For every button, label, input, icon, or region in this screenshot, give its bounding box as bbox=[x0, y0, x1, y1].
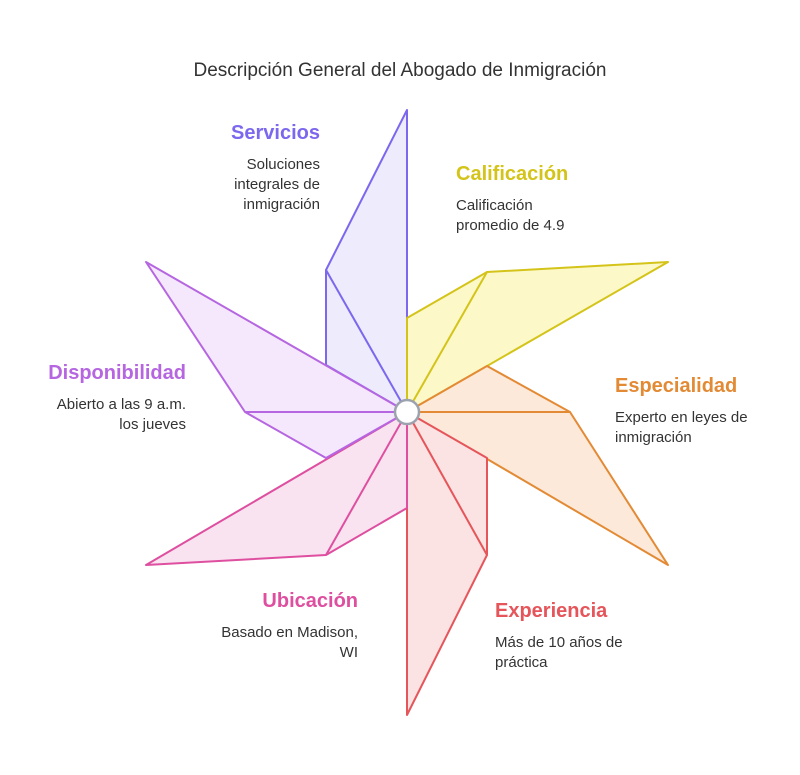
segment-servicios-heading: Servicios bbox=[231, 122, 320, 144]
blade-disponibilidad bbox=[145, 261, 408, 459]
blade-experiencia-shape bbox=[406, 411, 488, 716]
segment-disponibilidad-text: Abierto a las 9 a.m. los jueves bbox=[10, 395, 186, 435]
segment-calificacion: Calificación Calificación promedio de 4.… bbox=[456, 163, 656, 236]
segment-especialidad-line-2: inmigración bbox=[615, 429, 692, 446]
segment-ubicacion-line-1: Basado en Madison, bbox=[221, 624, 358, 641]
segment-disponibilidad: Disponibilidad Abierto a las 9 a.m. los … bbox=[10, 362, 186, 435]
segment-disponibilidad-line-2: los jueves bbox=[119, 416, 186, 433]
segment-especialidad-line-1: Experto en leyes de bbox=[615, 409, 748, 426]
blade-calificacion-fold bbox=[406, 271, 488, 413]
segment-servicios-line-2: integrales de bbox=[234, 176, 320, 193]
segment-servicios: Servicios Soluciones integrales de inmig… bbox=[150, 122, 320, 215]
segment-experiencia-line-2: práctica bbox=[495, 654, 548, 671]
segment-calificacion-heading: Calificación bbox=[456, 163, 569, 185]
segment-calificacion-text: Calificación promedio de 4.9 bbox=[456, 196, 656, 236]
segment-especialidad-text: Experto en leyes de inmigración bbox=[615, 408, 795, 448]
blade-experiencia-fold bbox=[406, 411, 488, 556]
segment-experiencia-text: Más de 10 años de práctica bbox=[495, 633, 675, 673]
blade-ubicacion bbox=[145, 411, 408, 566]
segment-experiencia-heading: Experiencia bbox=[495, 600, 608, 622]
segment-servicios-line-3: inmigración bbox=[243, 196, 320, 213]
blade-servicios-fold bbox=[325, 269, 408, 413]
segment-ubicacion-heading: Ubicación bbox=[262, 590, 358, 612]
segment-servicios-line-1: Soluciones bbox=[246, 156, 320, 173]
segment-servicios-text: Soluciones integrales de inmigración bbox=[150, 155, 320, 215]
blade-experiencia bbox=[406, 411, 488, 716]
blade-servicios-shape bbox=[325, 109, 408, 413]
diagram-title: Descripción General del Abogado de Inmig… bbox=[193, 60, 607, 81]
segment-especialidad-heading: Especialidad bbox=[615, 375, 738, 397]
blade-especialidad bbox=[406, 365, 669, 566]
blade-ubicacion-fold bbox=[325, 411, 408, 556]
segment-calificacion-line-2: promedio de 4.9 bbox=[456, 217, 565, 234]
segment-experiencia-line-1: Más de 10 años de bbox=[495, 634, 623, 651]
center-hub bbox=[393, 398, 421, 426]
segment-ubicacion: Ubicación Basado en Madison, WI bbox=[180, 590, 358, 663]
segment-ubicacion-line-2: WI bbox=[339, 644, 358, 661]
segment-ubicacion-text: Basado en Madison, WI bbox=[180, 623, 358, 663]
blade-servicios bbox=[325, 109, 408, 413]
segment-disponibilidad-heading: Disponibilidad bbox=[48, 362, 186, 384]
segment-experiencia: Experiencia Más de 10 años de práctica bbox=[495, 600, 675, 673]
segment-calificacion-line-1: Calificación bbox=[456, 197, 533, 214]
segment-especialidad: Especialidad Experto en leyes de inmigra… bbox=[615, 375, 795, 448]
segment-disponibilidad-line-1: Abierto a las 9 a.m. bbox=[56, 396, 186, 413]
